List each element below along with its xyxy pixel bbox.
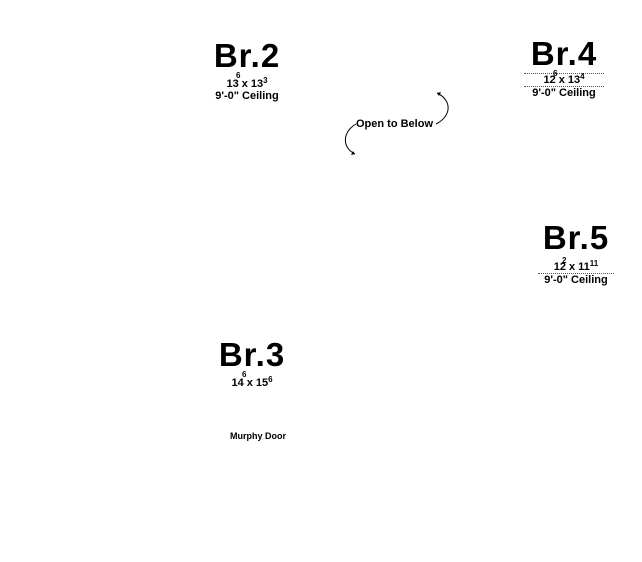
dim-b: 13 [567,74,581,86]
dim-b-inches: 11 [589,259,599,268]
curved-arrow-upper [435,92,449,125]
dim-a: 12 [553,261,566,273]
room-name: Br.5 [542,219,610,256]
dim-a-inches: 6 [553,69,558,78]
murphy-door-label: Murphy Door [230,431,286,441]
dim-b: 15 [255,377,269,389]
room-ceiling: 9'-0" Ceiling [532,87,596,99]
dim-times: x [241,78,248,90]
dim-times: x [246,377,253,389]
dim-a-inches: 6 [236,71,241,80]
dim-a: 14 [231,377,244,389]
dim-b-inches: 3 [263,76,268,85]
room-name: Br.4 [530,35,598,72]
dim-b-inches: 6 [268,375,273,384]
arrow-head-upper [437,92,441,96]
dim-b: 11 [578,261,590,273]
dim-a-inches: 2 [562,256,567,265]
dim-b-inches: 4 [580,72,585,81]
dim-times: x [569,261,576,273]
room-ceiling: 9'-0" Ceiling [215,90,279,102]
room-ceiling: 9'-0" Ceiling [538,273,614,287]
open-to-below-label: Open to Below [356,118,433,130]
dim-a-inches: 6 [242,370,247,379]
room-name: Br.2 [213,37,281,74]
dim-a: 13 [226,78,239,90]
room-name: Br.3 [218,336,286,373]
dim-times: x [558,74,565,86]
arrow-head-lower [351,151,355,155]
curved-arrow-lower [344,123,357,155]
dim-a: 12 [543,74,556,86]
dim-b: 13 [250,78,264,90]
